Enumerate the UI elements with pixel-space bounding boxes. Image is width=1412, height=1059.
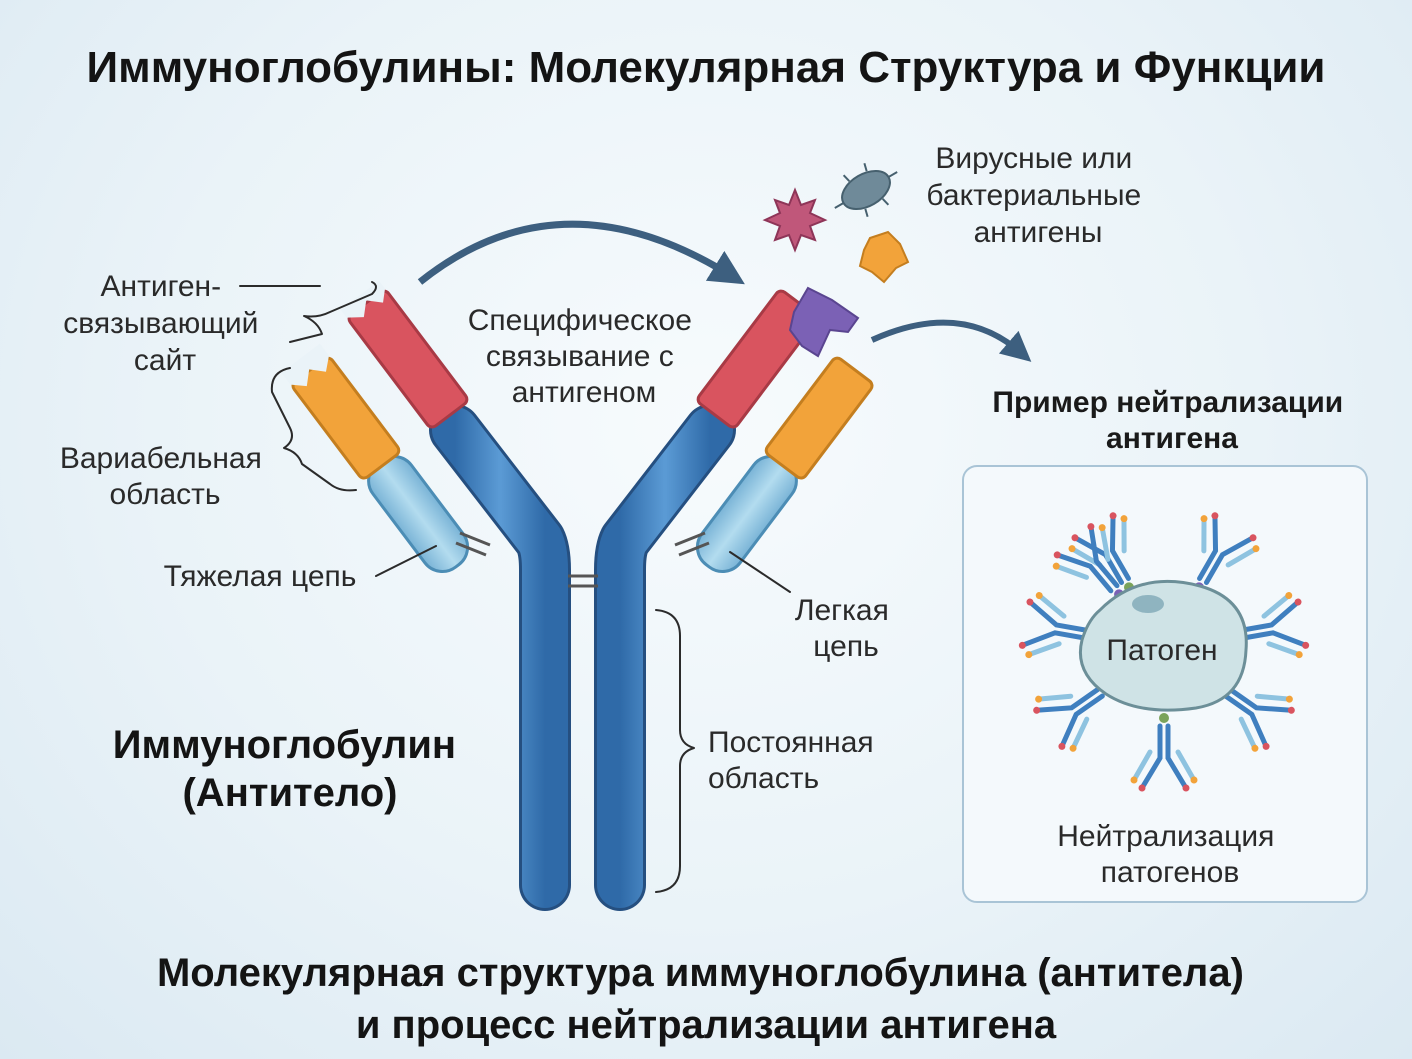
variable-region-brace [270,367,357,492]
bacterium-icon [834,162,898,218]
spiky-antigen-icon [762,187,828,253]
bound-antigen [788,286,860,358]
page-title: Иммуноглобулины: Молекулярная Структура … [87,43,1326,92]
mini-antibody-icon [1130,713,1198,792]
pathogen-label: Патоген [1106,634,1217,667]
pathogen-cell [1078,579,1248,712]
immunoglobulin-label: Иммуноглобулин (Антитело) [113,723,467,815]
free-antigens [762,162,910,284]
light-chain-label: Легкая цепь [795,594,897,663]
constant-region-label: Постоянная область [708,726,882,795]
antigen-binding-site-label: Антиген- связывающий сайт [63,270,267,377]
neutralization-label: Нейтрализация патогенов [1057,820,1282,889]
neutralization-arrow [870,319,1032,362]
binding-arrow [417,220,745,285]
antigen-site-brace [289,281,377,343]
blob-antigen-icon [858,230,910,284]
right-light-variable-domain [764,356,874,480]
constant-region-brace [655,609,695,893]
specific-binding-label: Специфическое связывание с антигеном [468,304,700,409]
pathogen-cluster: Патоген [1018,512,1310,792]
antibody [281,280,874,911]
caption: Молекулярная структура иммуноглобулина (… [157,951,1255,1047]
left-light-variable-domain [291,356,401,480]
antigens-label: Вирусные или бактериальные антигены [926,142,1149,249]
neutralization-example-heading: Пример нейтрализации антигена [992,386,1351,455]
mini-antibody-icon [1018,592,1101,659]
heavy-chain-label: Тяжелая цепь [164,560,357,593]
variable-region-label: Вариабельная область [60,442,270,511]
